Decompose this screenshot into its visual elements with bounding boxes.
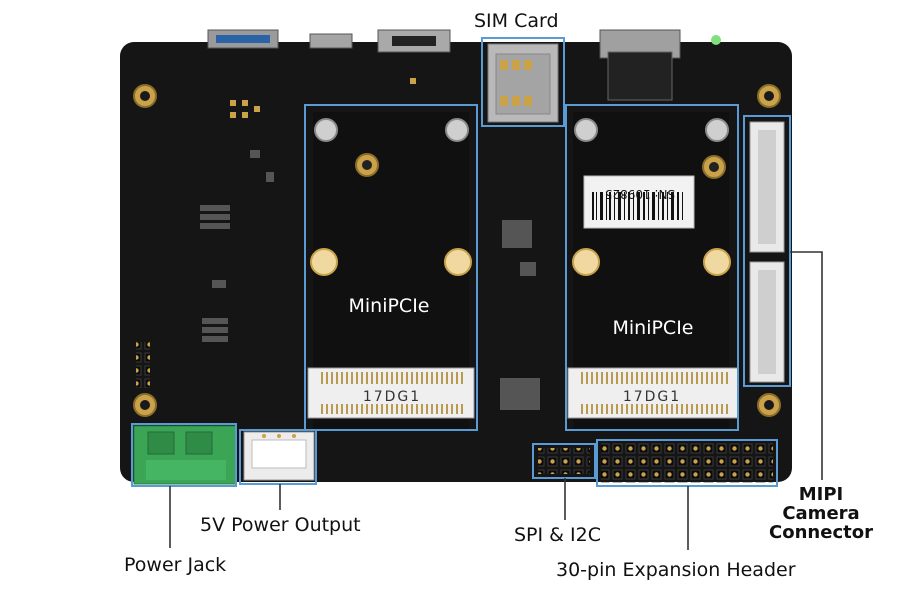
power-output-connector [243, 431, 315, 481]
highlight-minipcie-left [304, 104, 478, 431]
highlight-boxes [131, 37, 791, 487]
micro-usb-port [309, 33, 353, 49]
sim-card-slot [487, 43, 559, 123]
minipcie-right-slot-marking: 17DG1 [623, 389, 681, 405]
mipi-label-line2: Camera [782, 502, 860, 524]
serial-number-text: SN: 109825 [605, 187, 675, 201]
mounting-holes [133, 84, 781, 417]
highlight-minipcie-right [565, 104, 739, 431]
highlight-mipi [743, 115, 791, 387]
minipcie-right-module [567, 112, 739, 430]
sim-card-label: SIM Card [474, 10, 559, 32]
power-jack-label: Power Jack [124, 554, 227, 576]
mipi-connectors [749, 121, 785, 383]
power-jack-terminal [133, 425, 237, 485]
spi-i2c-header [538, 448, 590, 474]
mipi-camera-connector-label: MIPI Camera Connector [762, 484, 880, 543]
highlight-sim [481, 37, 565, 127]
mipi-label-line1: MIPI [798, 484, 844, 505]
minipcie-left-module [307, 112, 475, 430]
leader-lines [169, 251, 823, 550]
highlight-expansion [596, 439, 778, 487]
highlight-power-jack [131, 423, 237, 487]
highlight-spi [532, 443, 596, 479]
expansion-header-pins [601, 443, 773, 483]
power-output-label: 5V Power Output [200, 514, 361, 536]
minipcie-left-slot-marking: 17DG1 [363, 389, 421, 405]
expansion-header-label: 30-pin Expansion Header [556, 559, 796, 581]
spi-i2c-label: SPI & I2C [514, 524, 601, 546]
minipcie-left-label: MiniPCIe [348, 295, 429, 317]
highlight-power-output [239, 429, 317, 485]
mipi-label-line3: Connector [769, 521, 873, 543]
minipcie-right-label: MiniPCIe [612, 317, 693, 339]
status-led [711, 35, 721, 45]
